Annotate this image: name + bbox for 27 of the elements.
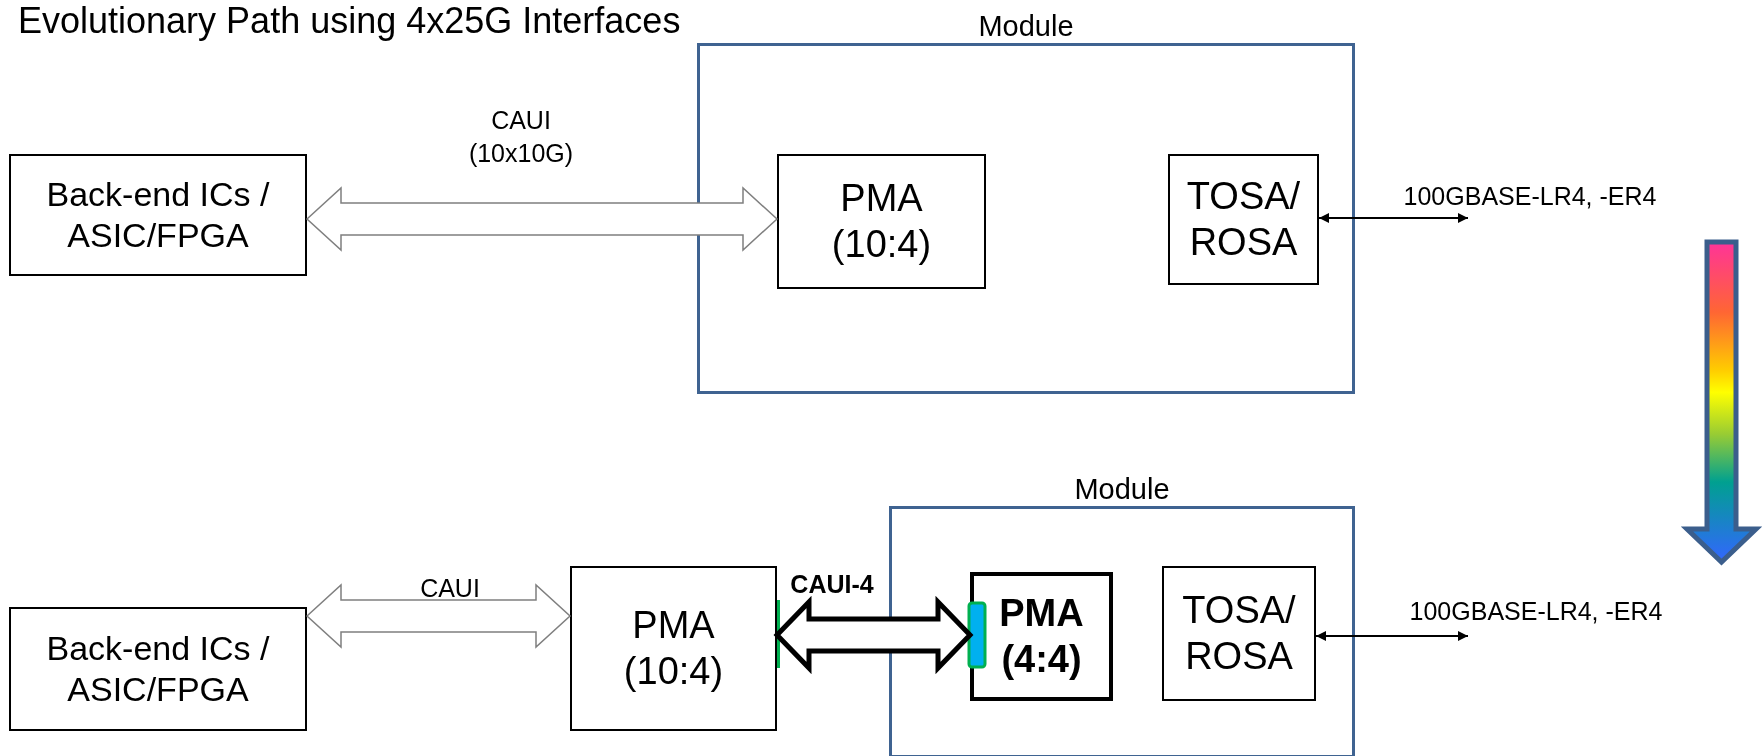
arrow [1318, 213, 1469, 223]
module-label: Module [977, 9, 1075, 43]
edge-label: CAUI (10x10G) [467, 105, 575, 169]
block-box [9, 607, 307, 731]
title: Evolutionary Path using 4x25G Interfaces [18, 0, 681, 42]
block-label: TOSA/ ROSA [1181, 587, 1297, 679]
edge-label: CAUI [420, 573, 480, 604]
block-box [570, 566, 777, 731]
block-label: Back-end ICs / ASIC/FPGA [45, 628, 271, 710]
block-label: TOSA/ ROSA [1185, 173, 1302, 265]
block-arrow [305, 186, 779, 252]
edge-label: 100GBASE-LR4, -ER4 [1409, 596, 1663, 627]
block-label: Back-end ICs / ASIC/FPGA [45, 174, 271, 256]
block-label: PMA (10:4) [622, 602, 725, 694]
block-label: PMA (4:4) [998, 590, 1085, 682]
block-arrow [773, 595, 974, 675]
block-box [777, 154, 986, 289]
block-box [970, 572, 1113, 701]
edge-label: 100GBASE-LR4, -ER4 [1403, 181, 1657, 212]
edge-label: CAUI-4 [790, 569, 874, 600]
arrow [1315, 631, 1469, 641]
block-box [9, 154, 307, 276]
block-box [1168, 154, 1319, 285]
module-label: Module [1073, 472, 1171, 506]
block-label: PMA (10:4) [830, 175, 933, 267]
block-arrow [305, 583, 572, 649]
block-box [1162, 566, 1316, 701]
